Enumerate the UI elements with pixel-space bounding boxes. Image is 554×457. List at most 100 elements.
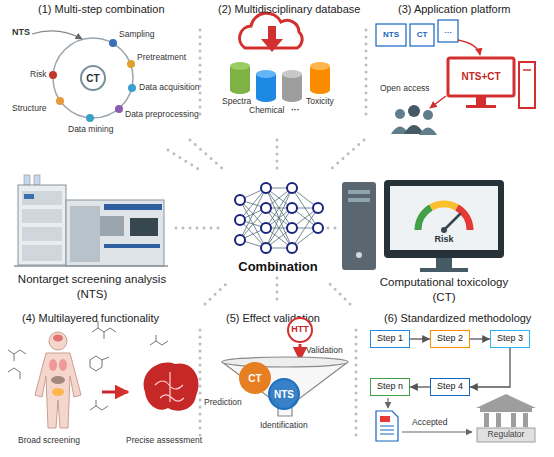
node-text: Step 3: [497, 334, 523, 344]
dotted-rays-part: [199, 30, 202, 120]
validation-funnel-part: [222, 362, 348, 416]
human-body-part: [144, 363, 199, 411]
lc-ms-instrument-part: [14, 265, 168, 267]
network-neuron: [235, 215, 245, 225]
computer-icon-part: [418, 208, 431, 231]
step-box: Step 2: [430, 330, 470, 348]
platform-icon-part: [476, 97, 486, 105]
human-body-part: [53, 335, 63, 342]
network-neuron: [235, 195, 245, 205]
flow-arrow: [470, 338, 490, 339]
node-text: HTT: [291, 325, 309, 335]
dotted-rays-part: [276, 140, 279, 172]
figure-label: Sampling: [119, 30, 154, 39]
human-body-part: [52, 388, 64, 396]
figure-label: Toxicity: [306, 97, 334, 106]
workflow-cycle-part: [109, 39, 117, 47]
database-icon-part: [282, 94, 302, 102]
figure-label: NTS: [12, 28, 30, 38]
flow-arrow: [470, 348, 510, 387]
flow-arrow: [410, 338, 430, 339]
network-neuron: [261, 223, 271, 233]
figure-label: Open access: [380, 84, 430, 93]
database-icon-part: [261, 39, 283, 52]
figure-label: Regulator: [488, 430, 525, 439]
platform-icon-part: [376, 24, 406, 46]
human-body-part: [150, 335, 168, 345]
lc-ms-instrument-part: [22, 227, 62, 241]
dotted-rays-part: [205, 282, 228, 304]
human-body-part: [90, 356, 109, 371]
network-neuron: [261, 183, 271, 193]
lc-ms-instrument-part: [66, 200, 164, 266]
database-icon-part: [230, 86, 250, 94]
flow-arrow: [410, 386, 430, 387]
database-icon-part: [256, 70, 276, 78]
figure-label: (6) Standardized methodology: [384, 312, 531, 324]
platform-icon-part: [466, 105, 496, 108]
human-body-part: [90, 400, 108, 410]
identification-circle: NTS: [268, 378, 300, 410]
human-body-part: [49, 359, 57, 371]
platform-icon-part: [448, 58, 514, 96]
lc-ms-instrument-part: [22, 245, 62, 261]
neural-network: [235, 183, 323, 253]
figure-label: Risk: [30, 70, 47, 79]
dotted-rays-part: [199, 330, 202, 440]
computer-icon-part: [441, 227, 447, 233]
figure-label: Risk: [434, 235, 453, 245]
computer-icon-part: [390, 186, 498, 250]
approval-icons-part: [496, 413, 501, 427]
network-neuron: [313, 223, 323, 233]
workflow-cycle-part: [127, 60, 135, 68]
figure-label: Prediction: [204, 398, 242, 407]
network-neuron: [287, 243, 297, 253]
approval-icons-part: [476, 394, 536, 408]
lc-ms-instrument-part: [34, 175, 40, 185]
workflow-cycle-part: [115, 105, 123, 113]
validation-funnel-part: [222, 357, 348, 367]
platform-icon-part: [519, 62, 535, 108]
lc-ms-instrument-part: [18, 185, 66, 265]
database-icon-part: [282, 70, 302, 78]
computer-icon-part: [436, 258, 452, 268]
lc-ms-instrument-part: [104, 244, 160, 248]
human-body-part: [35, 353, 81, 428]
node-text: CT: [248, 373, 261, 384]
computer-icon-part: [348, 190, 370, 194]
figure-label: Validation: [306, 346, 343, 355]
lc-ms-instrument-part: [104, 204, 162, 210]
dotted-rays-part: [328, 282, 350, 304]
figure-label: Pretreatment: [137, 53, 186, 62]
network-neuron: [261, 203, 271, 213]
platform-icon: [376, 20, 535, 135]
node-text: Step 2: [437, 334, 463, 344]
database-icon-part: [256, 94, 276, 102]
workflow-cycle-part: [32, 31, 82, 39]
computer-icon-part: [420, 268, 468, 272]
figure-label: Broad screening: [18, 436, 80, 445]
dotted-rays-part: [332, 140, 364, 168]
figure-label: (CT): [433, 291, 456, 304]
workflow-cycle-part: [86, 114, 94, 122]
human-body-part: [59, 359, 67, 371]
computer-icon-part: [356, 252, 362, 258]
approval-icons-part: [523, 413, 528, 427]
workflow-cycle-part: [49, 71, 57, 79]
node-text: Step 4: [437, 382, 463, 392]
workflow-cycle-part: [128, 84, 136, 92]
dotted-rays-part: [276, 278, 279, 304]
step-box: Step 1: [370, 330, 410, 348]
lc-ms-instrument: [14, 175, 168, 266]
human-body-part: [49, 332, 67, 350]
lc-ms-instrument-part: [70, 206, 100, 262]
figure-label: Data acquisition: [139, 83, 199, 92]
network-neuron: [287, 203, 297, 213]
database-icon: [230, 13, 330, 102]
human-body-part: [155, 372, 184, 402]
computer-icon: [342, 180, 504, 272]
database-icon-part: [268, 26, 276, 39]
computer-icon-part: [348, 198, 370, 202]
figure-label: Data mining: [68, 125, 113, 134]
